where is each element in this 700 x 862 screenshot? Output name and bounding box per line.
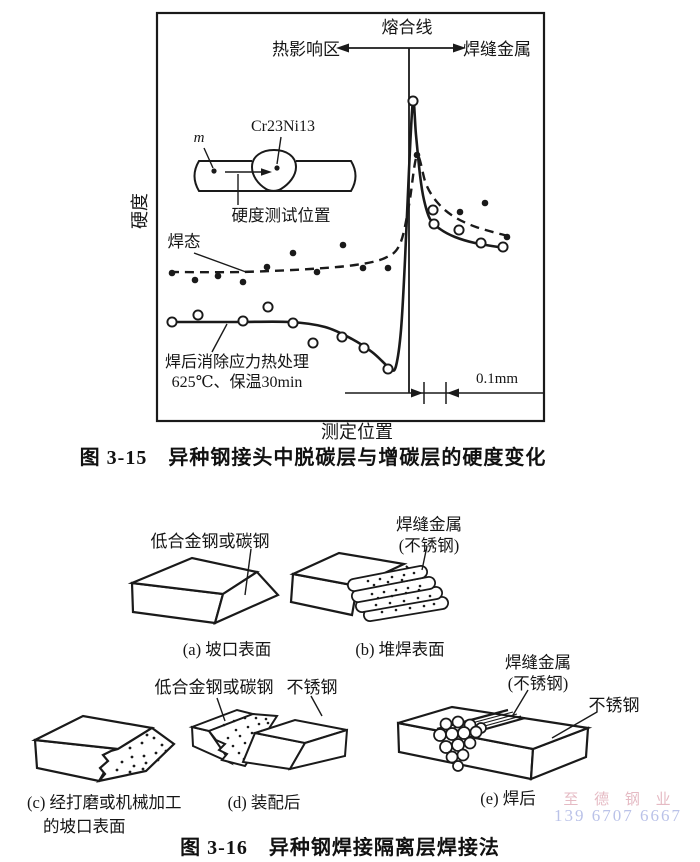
data-point-open-circle [287,317,299,329]
data-point-filled-dot [481,199,489,207]
data-point-open-circle [453,224,465,236]
scale-bar-label: 0.1mm [475,371,519,387]
pwht-label: 焊后消除应力热处理 625℃、保温30min [165,353,309,393]
weld-metal-label-b: 焊缝金属 (不锈钢) [396,515,462,556]
caption-d: (d) 装配后 [227,793,301,812]
data-point-filled-dot [313,268,321,276]
weld-metal-label-b-line2: (不锈钢) [398,535,460,555]
chart-frame [155,11,546,423]
figure-3-15-caption: 图 3-15 异种钢接头中脱碳层与增碳层的硬度变化 [79,447,547,469]
as-welded-leader [193,252,247,273]
x-axis-label: 测定位置 [321,422,393,442]
block-a-groove-surface [127,548,280,625]
as-welded-label: 焊态 [167,232,201,251]
figure-3-15-chart [155,11,546,423]
caption-c-line1: (c) 经打磨或机械加工 [27,793,182,812]
data-point-filled-dot [359,264,367,272]
data-point-filled-dot [384,264,392,272]
caption-e: (e) 焊后 [480,789,536,808]
curve-as-welded [169,154,509,274]
block-e-after-welding [396,689,598,781]
data-point-filled-dot [503,233,511,241]
data-point-open-circle [336,331,348,343]
data-point-open-circle [358,342,370,354]
block-d-right-stainless [241,695,349,771]
weld-metal-label: 焊缝金属 [463,40,531,59]
fusion-line-label: 熔合线 [381,18,433,37]
data-point-filled-dot [339,241,347,249]
data-point-filled-dot [191,276,199,284]
caption-c: (c) 经打磨或机械加工 的坡口表面 [27,789,181,837]
figure-3-16-diagrams [31,545,598,783]
electrode-label: Cr23Ni13 [251,118,315,135]
caption-a: (a) 坡口表面 [182,640,272,659]
caption-b: (b) 堆焊表面 [355,640,445,659]
pwht-leader [211,323,228,353]
weld-bead-outline [250,148,298,192]
dimension-0-1mm [345,382,543,404]
pwht-label-line1: 焊后消除应力热处理 [164,354,310,371]
ground-dots-c [115,733,168,774]
curve-pwht [170,98,506,372]
y-axis-label: 硬度 [129,193,150,229]
stainless-label-e: 不锈钢 [588,696,640,715]
weld-metal-label-e-line1: 焊缝金属 [505,653,571,672]
haz-label: 热影响区 [272,40,340,59]
base-metal-mark-label: m [193,130,205,146]
data-point-filled-dot [168,269,176,277]
weld-beads [347,565,449,622]
block-b-surfaced [289,545,449,622]
data-point-open-circle [497,241,509,253]
block-c-ground-groove [31,714,176,783]
data-point-open-circle [382,363,394,375]
data-point-open-circle [262,301,274,313]
weld-metal-label-e-line2: (不锈钢) [507,673,569,693]
weld-metal-label-e: 焊缝金属 (不锈钢) [505,653,571,694]
data-point-open-circle [307,337,319,349]
low-alloy-label-a: 低合金钢或碳钢 [150,532,270,551]
block-d-left-low-alloy [188,697,279,768]
data-point-filled-dot [263,263,271,271]
data-point-open-circle [475,237,487,249]
low-alloy-label-d: 低合金钢或碳钢 [154,678,274,697]
data-point-open-circle [427,204,439,216]
data-point-filled-dot [214,272,222,280]
watermark-phone: 139 6707 6667 [554,806,682,825]
weld-metal-label-b-line1: 焊缝金属 [396,515,462,534]
data-point-open-circle [166,316,178,328]
stainless-label-d: 不锈钢 [286,678,338,697]
data-point-open-circle [428,218,440,230]
stainless-dots-b [366,571,436,614]
pwht-label-line2: 625℃、保温30min [171,374,303,391]
hardness-curves [166,95,511,375]
data-point-open-circle [407,95,419,107]
watermark-company: 至 德 钢 业 [563,792,677,808]
figure-3-16-caption: 图 3-16 异种钢焊接隔离层焊接法 [180,837,500,859]
caption-c-line2: 的坡口表面 [43,817,126,836]
data-point-open-circle [192,309,204,321]
inset-weld-cross-section [193,136,357,205]
data-point-filled-dot [456,208,464,216]
data-point-filled-dot [239,278,247,286]
zone-arrows [336,43,466,53]
weld-bead-cluster [433,715,487,772]
test-position-label: 硬度测试位置 [231,206,331,225]
data-point-open-circle [237,315,249,327]
data-point-filled-dot [289,249,297,257]
